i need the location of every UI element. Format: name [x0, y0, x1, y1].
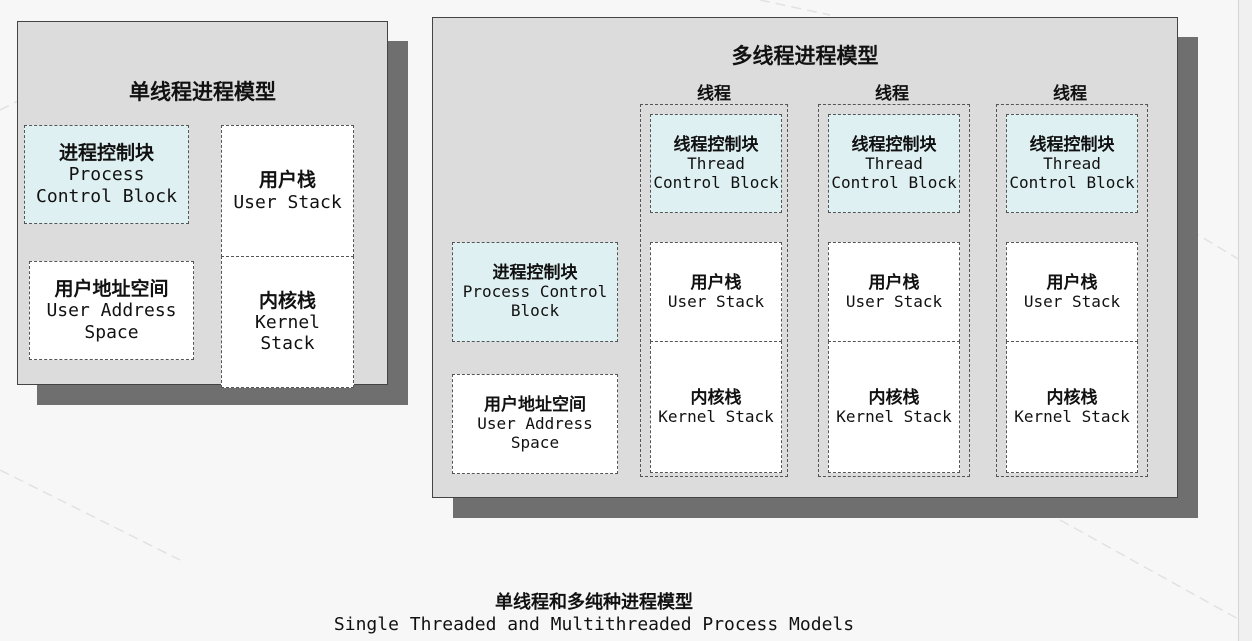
figure-caption: 单线程和多纯种进程模型 Single Threaded and Multithr…: [0, 588, 1188, 635]
user-stack-zh: 用户栈: [1046, 272, 1098, 293]
single-user-stack: 用户栈 User Stack: [221, 125, 354, 257]
kernel-stack-en-1: Kernel: [254, 311, 321, 333]
kernel-stack-en: Kernel Stack: [836, 406, 952, 426]
multi-thread-title: 多线程进程模型: [731, 44, 879, 68]
thread-column-1: [640, 104, 788, 477]
single-process-control-block: 进程控制块 Process Control Block: [24, 125, 189, 224]
thread-user-stack-3: 用户栈 User Stack: [1006, 242, 1138, 342]
tcb-en-1: Thread: [865, 153, 923, 173]
thread-label-2: 线程: [875, 84, 909, 104]
thread-kernel-stack-1: 内核栈 Kernel Stack: [650, 341, 782, 473]
uas-zh: 用户地址空间: [54, 278, 169, 301]
caption-zh: 单线程和多纯种进程模型: [495, 592, 693, 613]
thread-label-1: 线程: [697, 84, 731, 104]
single-thread-title: 单线程进程模型: [129, 80, 276, 104]
multi-uas-zh: 用户地址空间: [484, 395, 586, 416]
tcb-en-2: Control Block: [653, 172, 779, 192]
tcb-zh: 线程控制块: [851, 134, 937, 155]
user-stack-en: User Stack: [845, 291, 943, 311]
user-stack-zh: 用户栈: [868, 272, 920, 293]
thread-column-2: [818, 104, 970, 477]
multi-pcb-en-2: Block: [510, 301, 560, 321]
pcb-zh: 进程控制块: [58, 142, 154, 165]
tcb-en-1: Thread: [1043, 153, 1101, 173]
tcb-zh: 线程控制块: [1029, 134, 1115, 155]
thread-control-block-3: 线程控制块 Thread Control Block: [1006, 114, 1138, 213]
single-kernel-stack: 内核栈 Kernel Stack: [221, 256, 354, 388]
user-stack-zh: 用户栈: [258, 169, 316, 192]
thread-user-stack-2: 用户栈 User Stack: [828, 242, 960, 342]
kernel-stack-en: Kernel Stack: [1014, 406, 1130, 426]
kernel-stack-zh: 内核栈: [258, 289, 316, 312]
kernel-stack-en: Kernel Stack: [658, 406, 774, 426]
vertical-scrollbar[interactable]: [1238, 0, 1252, 641]
thread-kernel-stack-3: 内核栈 Kernel Stack: [1006, 341, 1138, 473]
user-stack-en: User Stack: [233, 191, 342, 213]
user-stack-en: User Stack: [1023, 291, 1121, 311]
kernel-stack-zh: 内核栈: [690, 387, 742, 408]
multi-pcb-zh: 进程控制块: [492, 263, 578, 284]
thread-kernel-stack-2: 内核栈 Kernel Stack: [828, 341, 960, 473]
multi-uas-en-1: User Address: [477, 414, 593, 434]
multi-process-control-block: 进程控制块 Process Control Block: [452, 242, 618, 342]
tcb-zh: 线程控制块: [673, 134, 759, 155]
thread-control-block-2: 线程控制块 Thread Control Block: [828, 114, 960, 213]
uas-en-2: Space: [84, 321, 139, 343]
uas-en-1: User Address: [46, 300, 177, 322]
multi-uas-en-2: Space: [510, 433, 560, 453]
thread-user-stack-1: 用户栈 User Stack: [650, 242, 782, 342]
pcb-en-2: Control Block: [36, 185, 177, 207]
tcb-en-2: Control Block: [1009, 172, 1135, 192]
kernel-stack-zh: 内核栈: [1046, 387, 1098, 408]
thread-column-3: [996, 104, 1148, 477]
kernel-stack-en-2: Stack: [260, 333, 315, 355]
pcb-en-1: Process: [68, 164, 145, 186]
caption-en: Single Threaded and Multithreaded Proces…: [333, 614, 855, 635]
user-stack-zh: 用户栈: [690, 272, 742, 293]
tcb-en-2: Control Block: [831, 172, 957, 192]
thread-label-3: 线程: [1053, 84, 1087, 104]
multi-user-address-space: 用户地址空间 User Address Space: [452, 374, 618, 474]
single-user-address-space: 用户地址空间 User Address Space: [29, 261, 194, 360]
kernel-stack-zh: 内核栈: [868, 387, 920, 408]
thread-control-block-1: 线程控制块 Thread Control Block: [650, 114, 782, 213]
user-stack-en: User Stack: [667, 291, 765, 311]
tcb-en-1: Thread: [687, 153, 745, 173]
multi-pcb-en-1: Process Control: [462, 282, 608, 302]
